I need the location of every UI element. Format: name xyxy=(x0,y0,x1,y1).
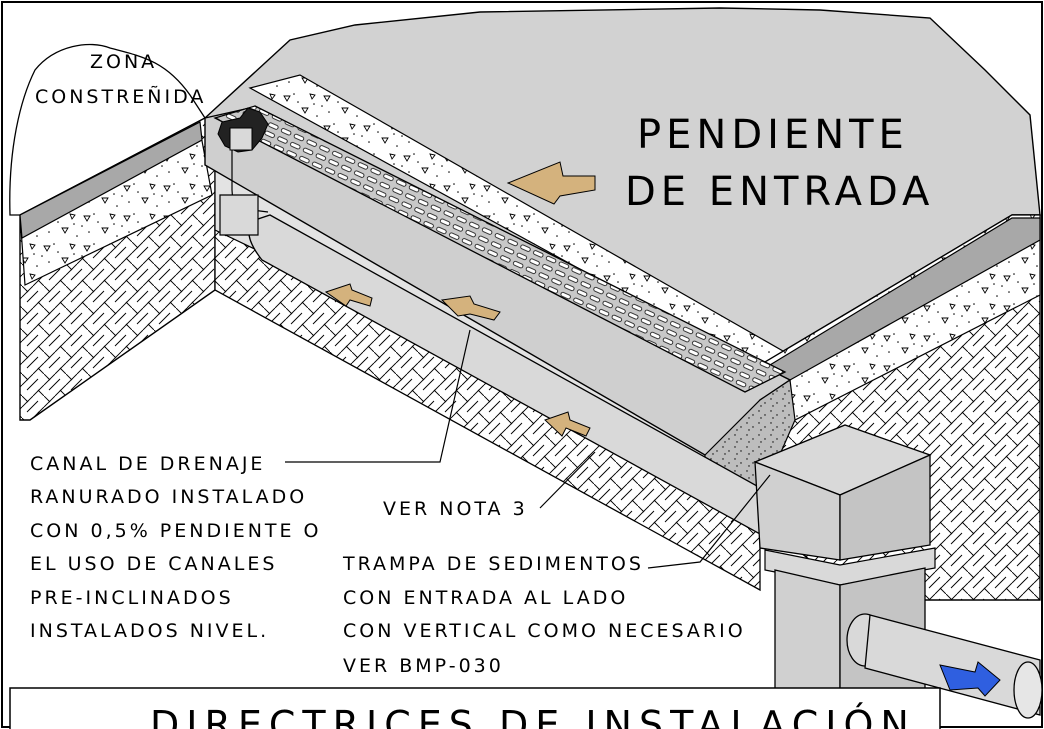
leader-trampa xyxy=(647,474,771,569)
trampa-label-1: TRAMPA DE SEDIMENTOS xyxy=(342,553,644,575)
pendiente-label-1: PENDIENTE xyxy=(637,112,909,158)
outlet-pipe xyxy=(864,614,1041,716)
title-box xyxy=(9,687,941,729)
asphalt-left xyxy=(19,121,203,239)
leader-ver-nota xyxy=(539,451,596,509)
canal-label-3: CON 0,5% PENDIENTE O xyxy=(30,520,322,542)
trampa-label-3: CON VERTICAL COMO NECESARIO xyxy=(343,620,746,642)
leader-canal xyxy=(285,329,471,463)
canal-label-2: RANURADO INSTALADO xyxy=(30,486,307,508)
constrained-zone-outline xyxy=(9,43,206,216)
pendiente-label-2: DE ENTRADA xyxy=(625,169,934,215)
zona-label-2: CONSTREÑIDA xyxy=(35,85,206,108)
trampa-label-2: CON ENTRADA AL LADO xyxy=(343,587,628,609)
canal-label-4: EL USO DE CANALES xyxy=(30,553,277,575)
flow-arrow-3 xyxy=(544,411,591,437)
zona-label-1: ZONA xyxy=(90,51,157,73)
page-title: DIRECTRICES DE INSTALACIÓN xyxy=(150,703,916,729)
channel-grate xyxy=(213,105,787,393)
canal-label-1: CANAL DE DRENAJE xyxy=(30,453,265,475)
riser-pipe xyxy=(219,194,259,236)
flow-arrow-1 xyxy=(324,283,373,307)
inlet-slope-arrow xyxy=(506,161,596,205)
trampa-label-4: VER BMP-030 xyxy=(343,655,504,677)
ver-nota-label: VER NOTA 3 xyxy=(383,498,528,520)
canal-label-5: PRE-INCLINADOS xyxy=(30,587,234,609)
flow-arrow-2 xyxy=(440,295,501,321)
canal-label-6: INSTALADOS NIVEL. xyxy=(30,620,269,642)
outlet-flow-arrow xyxy=(939,661,1001,697)
channel-outlet-icon xyxy=(217,107,269,213)
